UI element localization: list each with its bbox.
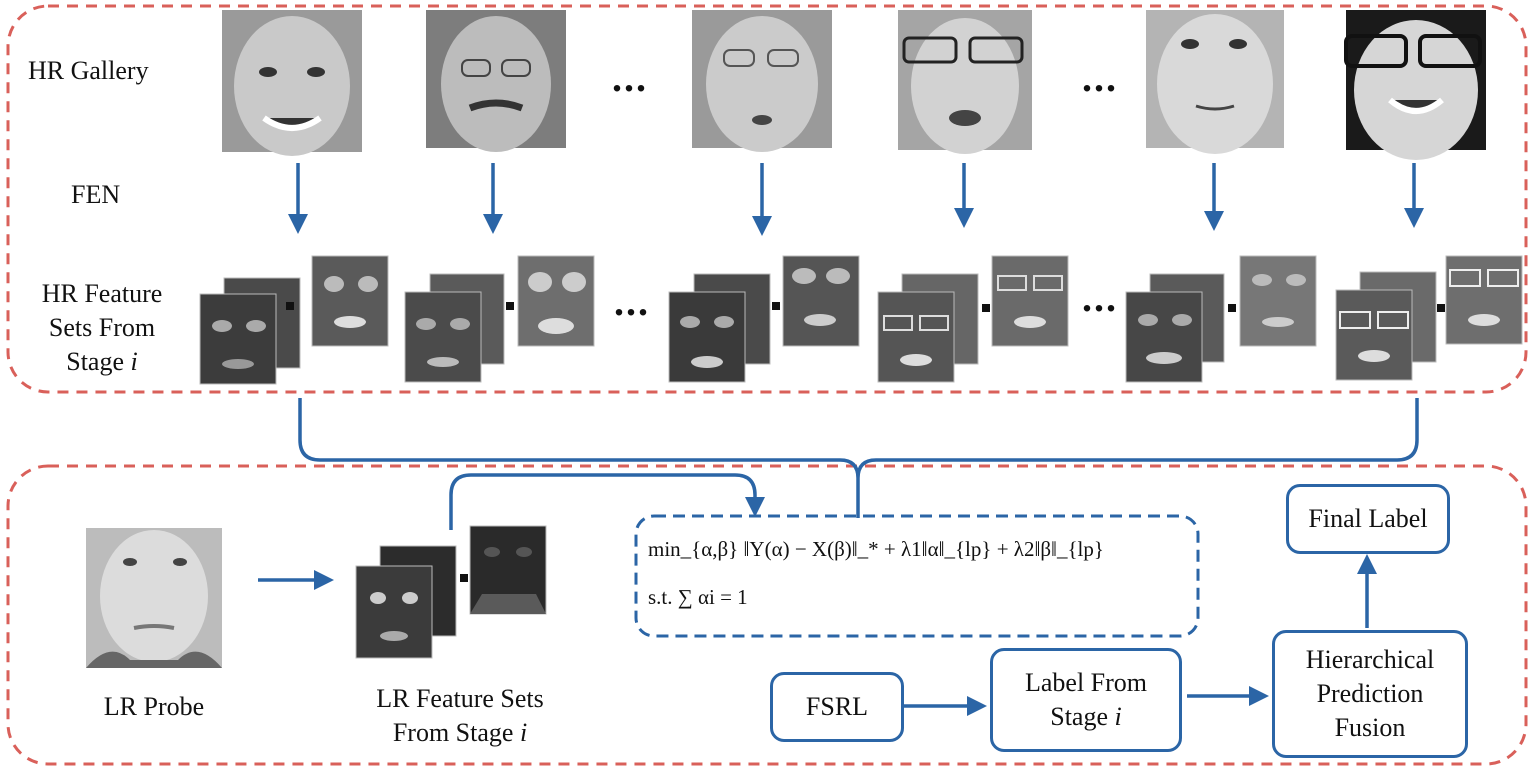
objective-formula: min_{α,β} ‖Y(α) − X(β)‖_* + λ1‖α‖_{lp} +…: [648, 537, 1104, 561]
label-stage-var: i: [1114, 702, 1122, 731]
face-photo-icon: [222, 10, 362, 156]
hr-feature-line1: HR Feature: [41, 279, 163, 308]
final-label-text: Final Label: [1308, 504, 1428, 533]
feature-map-icon: [199, 255, 389, 385]
hierarchical-fusion-box: Hierarchical Prediction Fusion: [1272, 630, 1468, 758]
stack-dot: [982, 304, 990, 312]
stack-dot: [772, 302, 780, 310]
fsrl-label: FSRL: [805, 692, 869, 721]
label-stage-line2: Stage i: [1050, 700, 1122, 734]
fusion-line3: Fusion: [1334, 713, 1406, 742]
feature-map-icon: [877, 255, 1069, 383]
lr-feature-sets-label: LR Feature Sets From Stage i: [340, 682, 580, 750]
face-photo-icon: [1344, 10, 1486, 160]
lr-stage-text: From Stage: [392, 718, 520, 747]
stack-dot: [460, 574, 468, 582]
feature-ellipsis: ...: [1082, 275, 1118, 320]
lr-stage-var: i: [519, 718, 528, 747]
lr-feature-line2: From Stage i: [340, 716, 580, 750]
top-panel-border: [6, 4, 1528, 394]
constraint-formula: s.t. ∑ αi = 1: [648, 585, 748, 609]
stack-dot: [506, 302, 514, 310]
formula-box-border: [634, 514, 1200, 638]
hr-feature-line2: Sets From: [48, 313, 156, 342]
stage-text: Stage: [66, 347, 131, 376]
face-photo-icon: [898, 10, 1032, 154]
face-photo-icon: [1146, 10, 1284, 154]
feature-ellipsis: ...: [614, 279, 650, 324]
bottom-panel-border: [6, 464, 1528, 766]
hr-gallery-label: HR Gallery: [28, 56, 149, 85]
face-photo-icon: [692, 10, 832, 152]
lr-to-formula-connector: [449, 473, 765, 530]
fen-label: FEN: [71, 180, 121, 209]
fsrl-box: FSRL: [770, 672, 904, 742]
hr-feature-sets-label: HR Feature Sets From Stage i: [22, 277, 182, 379]
face-photo-icon: [426, 10, 566, 152]
feature-map-icon: [1125, 255, 1317, 383]
stack-dot: [1437, 304, 1445, 312]
feature-map-icon: [668, 255, 860, 383]
lr-feature-stack: [355, 525, 547, 659]
lr-feature-line1: LR Feature Sets: [376, 684, 544, 713]
probe-face-icon: [86, 528, 222, 668]
fusion-line2: Prediction: [1316, 679, 1424, 708]
feature-map-icon: [404, 255, 595, 383]
final-label-box: Final Label: [1286, 484, 1450, 554]
hr-feature-line3: Stage i: [22, 345, 182, 379]
gallery-ellipsis: ...: [612, 55, 648, 100]
label-from-stage-box: Label From Stage i: [990, 648, 1182, 752]
stack-dot: [286, 302, 294, 310]
lr-probe-label: LR Probe: [103, 692, 205, 721]
stack-dot: [1228, 304, 1236, 312]
label-stage-text: Stage: [1050, 702, 1115, 731]
stage-var: i: [130, 347, 138, 376]
feature-map-icon: [1335, 255, 1523, 381]
hr-feature-stacks: [199, 255, 1523, 385]
gallery-ellipsis: ...: [1082, 55, 1118, 100]
fen-arrows: [288, 163, 1424, 236]
gallery-faces: [86, 10, 1486, 668]
fusion-line1: Hierarchical: [1305, 645, 1435, 674]
label-stage-line1: Label From: [1024, 668, 1148, 697]
